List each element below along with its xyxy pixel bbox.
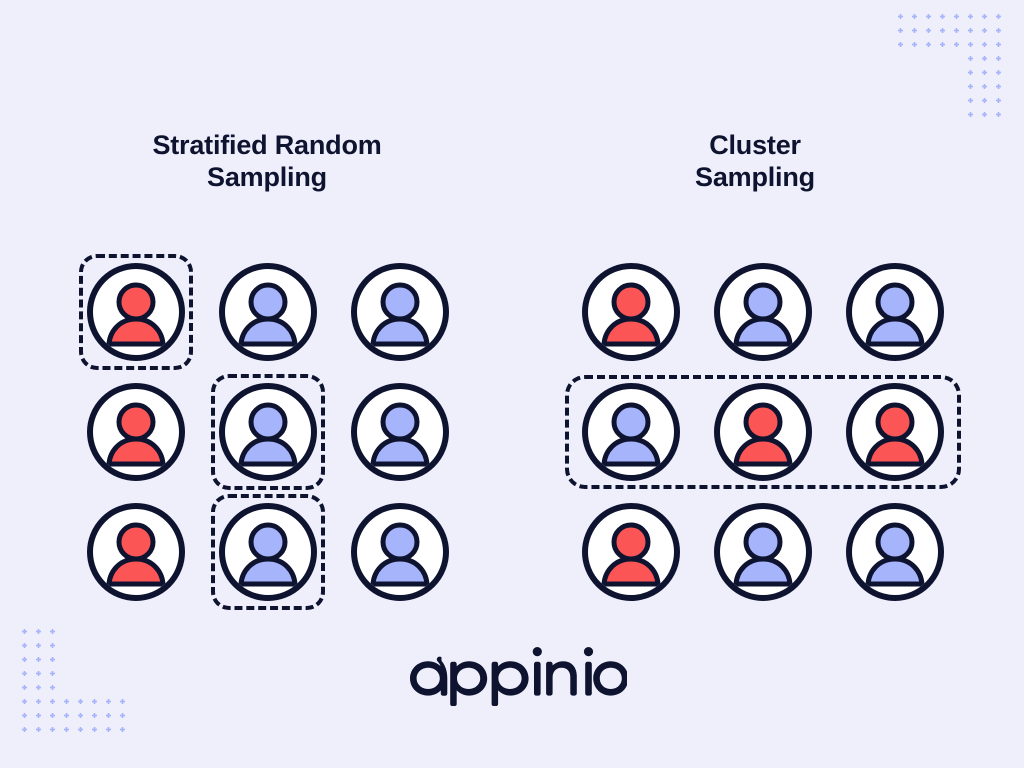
person-red-icon bbox=[84, 380, 188, 484]
person-red-icon bbox=[711, 380, 815, 484]
person-cell[interactable] bbox=[202, 492, 334, 612]
person-blue-icon bbox=[216, 500, 320, 604]
person-blue-icon bbox=[348, 500, 452, 604]
person-blue-icon bbox=[711, 500, 815, 604]
person-red-icon bbox=[843, 380, 947, 484]
appinio-logo bbox=[0, 644, 1024, 706]
person-blue-icon bbox=[348, 260, 452, 364]
person-cell[interactable] bbox=[697, 492, 829, 612]
person-cell[interactable] bbox=[565, 372, 961, 492]
dot-grid-top-right-icon bbox=[898, 14, 1010, 131]
page-title-stratified: Stratified Random Sampling bbox=[152, 130, 382, 192]
person-red-icon bbox=[84, 500, 188, 604]
person-cell[interactable] bbox=[202, 252, 334, 372]
person-blue-icon bbox=[216, 260, 320, 364]
person-cell[interactable] bbox=[829, 252, 961, 372]
cluster-sampling-grid bbox=[565, 252, 961, 612]
person-cell[interactable] bbox=[334, 252, 466, 372]
person-cell[interactable] bbox=[829, 372, 961, 492]
person-blue-icon bbox=[348, 380, 452, 484]
person-cell[interactable] bbox=[697, 372, 829, 492]
person-cell[interactable] bbox=[829, 492, 961, 612]
person-cell[interactable] bbox=[70, 252, 202, 372]
person-red-icon bbox=[579, 260, 683, 364]
person-blue-icon bbox=[216, 380, 320, 484]
person-cell[interactable] bbox=[70, 372, 202, 492]
person-blue-icon bbox=[843, 500, 947, 604]
person-cell[interactable] bbox=[697, 252, 829, 372]
person-red-icon bbox=[84, 260, 188, 364]
person-blue-icon bbox=[843, 260, 947, 364]
person-blue-icon bbox=[711, 260, 815, 364]
person-cell[interactable] bbox=[202, 372, 334, 492]
person-cell[interactable] bbox=[565, 252, 697, 372]
person-red-icon bbox=[579, 500, 683, 604]
stratified-sampling-grid bbox=[70, 252, 466, 612]
page-title-cluster: Cluster Sampling bbox=[695, 130, 815, 192]
person-cell[interactable] bbox=[334, 492, 466, 612]
person-cell[interactable] bbox=[565, 492, 697, 612]
person-cell[interactable] bbox=[70, 492, 202, 612]
person-cell[interactable] bbox=[334, 372, 466, 492]
person-blue-icon bbox=[579, 380, 683, 484]
